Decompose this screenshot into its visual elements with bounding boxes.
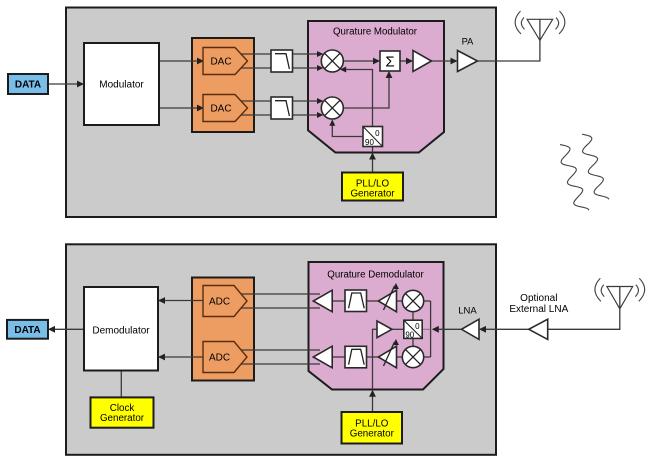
svg-text:DAC: DAC bbox=[210, 104, 231, 115]
svg-text:90: 90 bbox=[405, 331, 414, 340]
svg-text:0: 0 bbox=[415, 322, 420, 331]
svg-text:PLL/LO: PLL/LO bbox=[355, 418, 389, 429]
svg-text:Optional: Optional bbox=[520, 293, 557, 304]
svg-text:Qurature Demodulator: Qurature Demodulator bbox=[327, 270, 424, 281]
svg-text:Demodulator: Demodulator bbox=[92, 325, 150, 336]
svg-text:PA: PA bbox=[462, 37, 475, 47]
svg-text:ADC: ADC bbox=[209, 353, 230, 364]
svg-text:Generator: Generator bbox=[350, 189, 395, 200]
svg-text:DATA: DATA bbox=[15, 80, 41, 91]
svg-text:PLL/LO: PLL/LO bbox=[356, 179, 390, 190]
svg-text:Qurature Modulator: Qurature Modulator bbox=[333, 26, 418, 37]
svg-text:Modulator: Modulator bbox=[99, 80, 144, 91]
svg-text:Σ: Σ bbox=[385, 54, 394, 71]
svg-text:Generator: Generator bbox=[350, 429, 395, 440]
svg-text:DAC: DAC bbox=[210, 57, 231, 68]
svg-text:90: 90 bbox=[365, 138, 374, 147]
svg-text:0: 0 bbox=[375, 129, 380, 138]
svg-text:External LNA: External LNA bbox=[509, 304, 568, 315]
svg-text:DATA: DATA bbox=[14, 325, 40, 336]
svg-text:ADC: ADC bbox=[209, 297, 230, 308]
svg-text:Clock: Clock bbox=[110, 403, 135, 414]
svg-text:Generator: Generator bbox=[100, 413, 145, 424]
svg-text:LNA: LNA bbox=[458, 306, 477, 317]
